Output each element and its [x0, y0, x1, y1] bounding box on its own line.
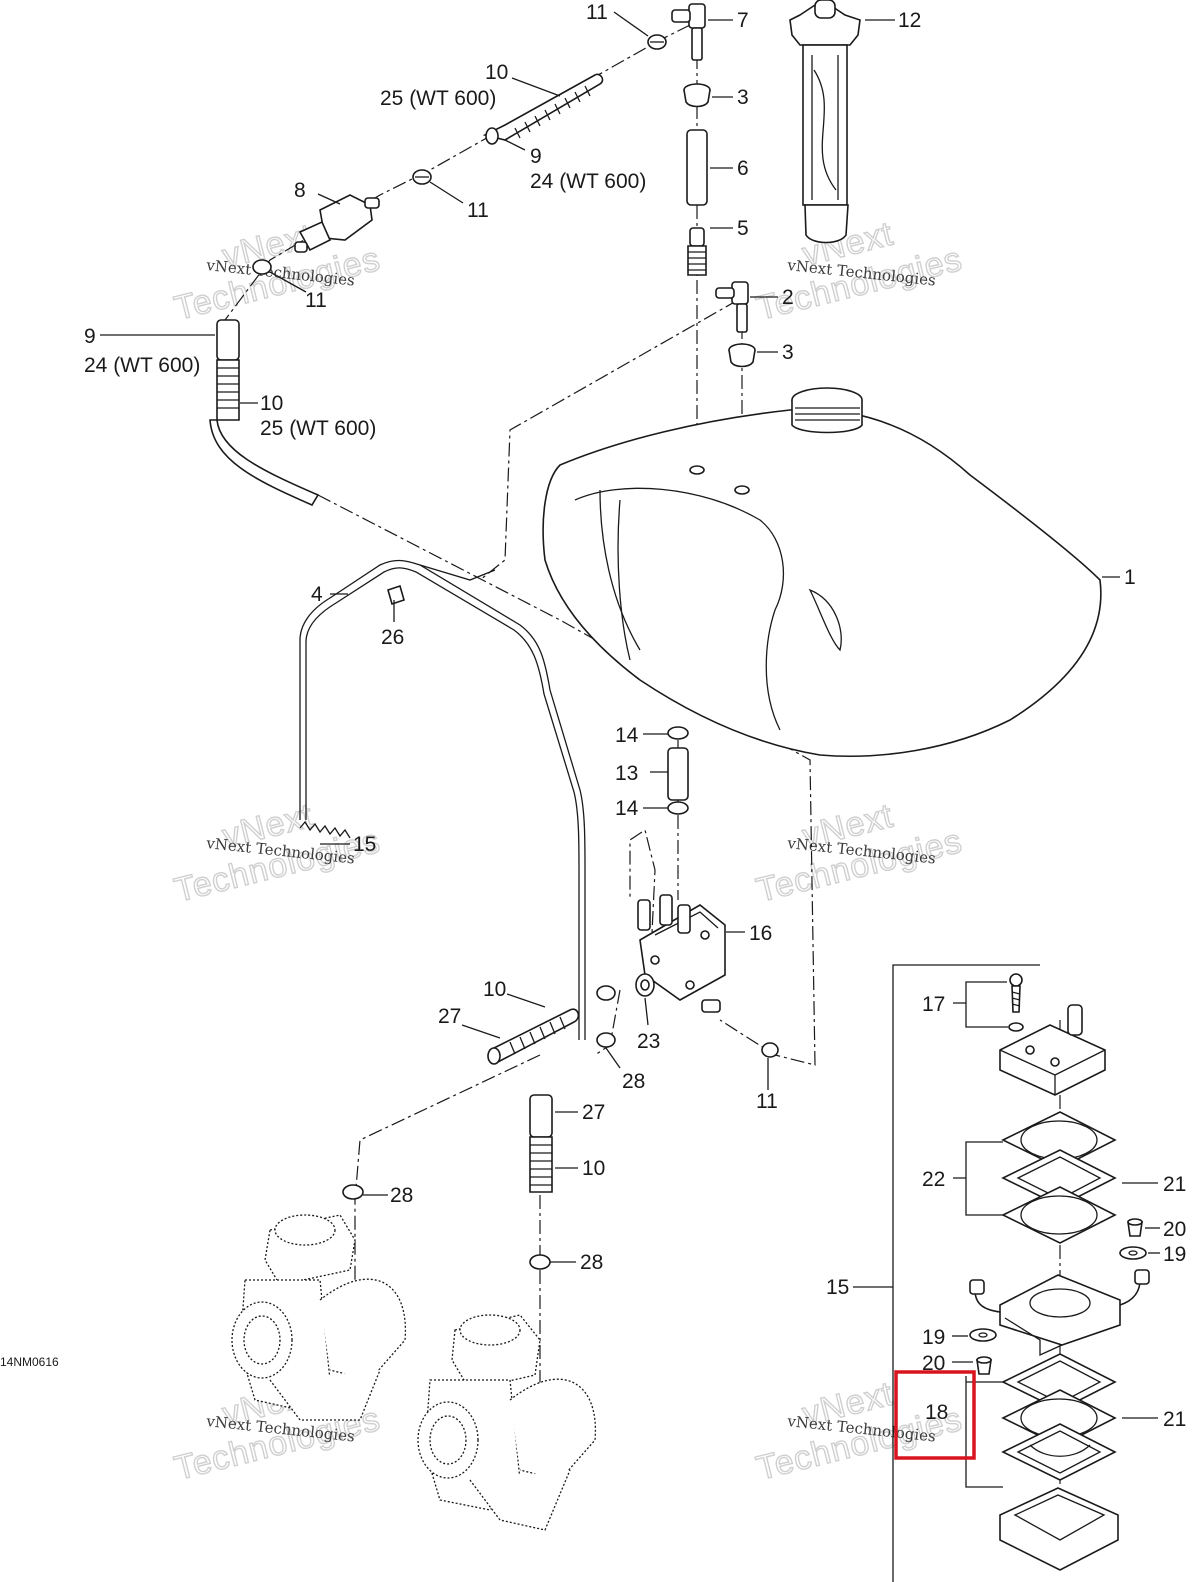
in-line-fuel-filter	[294, 194, 380, 253]
corrugated-hose-lower	[487, 1008, 580, 1065]
callout-11-top: 11	[586, 1, 608, 24]
callout-13: 13	[615, 762, 638, 785]
callout-20-left: 20	[922, 1352, 945, 1375]
callout-3-lower: 3	[782, 341, 794, 364]
callout-8: 8	[294, 179, 306, 202]
callout-17: 17	[922, 993, 945, 1016]
leader-lines	[100, 11, 1160, 1488]
callout-20-right: 20	[1163, 1218, 1186, 1241]
callout-2: 2	[782, 286, 794, 309]
callout-5: 5	[737, 217, 749, 240]
callout-16: 16	[749, 922, 772, 945]
gasket-18-lower	[1001, 1423, 1117, 1481]
callout-24-wt600-left: 24 (WT 600)	[84, 354, 200, 377]
pulse-hose	[667, 747, 689, 801]
callout-27-vertical: 27	[582, 1101, 605, 1124]
clamp-28-mid	[596, 1032, 616, 1048]
callout-10-left: 10	[260, 392, 283, 415]
clamp-14-upper	[667, 726, 689, 740]
callout-14-lower: 14	[615, 797, 639, 820]
carburetor-left	[231, 1214, 407, 1421]
callout-1: 1	[1124, 566, 1136, 589]
callout-3-upper: 3	[737, 86, 749, 109]
valve-disc-left	[969, 1328, 997, 1342]
callout-10-lower: 10	[483, 978, 506, 1001]
callout-22: 22	[922, 1168, 945, 1191]
callout-21-lower: 21	[1163, 1408, 1186, 1431]
callout-15-pump: 15	[826, 1276, 849, 1299]
pump-cover	[999, 1004, 1106, 1096]
fuel-tube	[686, 129, 708, 206]
lock-washer	[1008, 1022, 1024, 1032]
exploded-view-bracket	[853, 964, 1040, 1582]
pump-body	[969, 1269, 1150, 1357]
callout-12: 12	[898, 9, 921, 32]
callout-19-left: 19	[922, 1326, 945, 1349]
carburetor-right	[417, 1314, 597, 1531]
fuel-pickup	[687, 227, 707, 276]
pump-base-plate	[999, 1487, 1119, 1571]
callout-10-vertical: 10	[582, 1157, 605, 1180]
diaphragm-lower	[1001, 1186, 1117, 1244]
watermark-top-right: Technologies vNext vNext Technologies	[752, 214, 967, 329]
callout-28-right: 28	[580, 1251, 603, 1274]
callout-labels: 1 2 3 3 4 5 6 7 8 9 24 (WT 600) 9 24 (WT…	[0, 1, 1186, 1431]
callout-9-upper: 9	[530, 145, 542, 168]
clamp-pump-outlet	[761, 1042, 779, 1058]
callout-18: 18	[925, 1401, 948, 1424]
hose-left-upper	[209, 319, 320, 507]
clamp-28-left	[342, 1184, 364, 1200]
vent-elbow-fitting	[671, 3, 706, 61]
callout-11-pump: 11	[756, 1090, 778, 1113]
callout-25-wt600-left: 25 (WT 600)	[260, 417, 376, 440]
clamp-28-right	[529, 1254, 551, 1270]
callout-26: 26	[381, 626, 404, 649]
fuel-pump-assembly	[637, 894, 726, 1013]
nut	[635, 973, 655, 997]
callout-28-mid: 28	[622, 1070, 645, 1093]
callout-19-right: 19	[1163, 1243, 1186, 1266]
watermark-bottom-right: Technologies vNext vNext Technologies	[752, 1374, 967, 1489]
clamp-14-lower	[667, 801, 689, 815]
check-valve-right	[1127, 1218, 1143, 1237]
watermark-mid-right: Technologies vNext vNext Technologies	[752, 796, 967, 911]
clamp-filter	[252, 259, 272, 275]
valve-disc-right	[1119, 1246, 1147, 1260]
callout-11-left: 11	[305, 289, 327, 312]
callout-28-left: 28	[390, 1184, 413, 1207]
clamp-mid	[412, 169, 432, 185]
spring	[299, 820, 351, 839]
hose-vertical-lower	[529, 1094, 553, 1193]
drawing-code: 14NM0616	[0, 1355, 59, 1369]
grommet-upper	[683, 83, 711, 108]
callout-21-upper: 21	[1163, 1173, 1186, 1196]
callout-10-upper: 10	[485, 61, 508, 84]
grommet-lower	[728, 343, 756, 368]
highlight-box-part-18	[894, 1370, 976, 1460]
check-valve-left	[976, 1356, 992, 1375]
fuel-level-sender	[789, 0, 861, 244]
clamp-top	[647, 34, 667, 50]
callout-14-upper: 14	[615, 724, 639, 747]
vent-clip	[387, 584, 405, 606]
callout-7: 7	[737, 9, 749, 32]
screw	[1009, 973, 1023, 1013]
callout-6: 6	[737, 157, 749, 180]
callout-23: 23	[637, 1030, 660, 1053]
callout-25-wt600-upper: 25 (WT 600)	[380, 87, 496, 110]
callout-27-left: 27	[438, 1005, 461, 1028]
vent-elbow-fitting-lower	[715, 281, 749, 333]
fuel-tank	[542, 387, 1102, 757]
callout-4: 4	[311, 583, 323, 606]
vent-line	[299, 559, 586, 1040]
callout-9-left: 9	[84, 325, 96, 348]
callout-24-wt600-upper: 24 (WT 600)	[530, 170, 646, 193]
corrugated-hose-upper	[482, 73, 604, 145]
clamp-28-upper	[596, 985, 616, 1001]
callout-11-mid: 11	[467, 199, 489, 222]
callout-15-spring: 15	[353, 833, 376, 856]
